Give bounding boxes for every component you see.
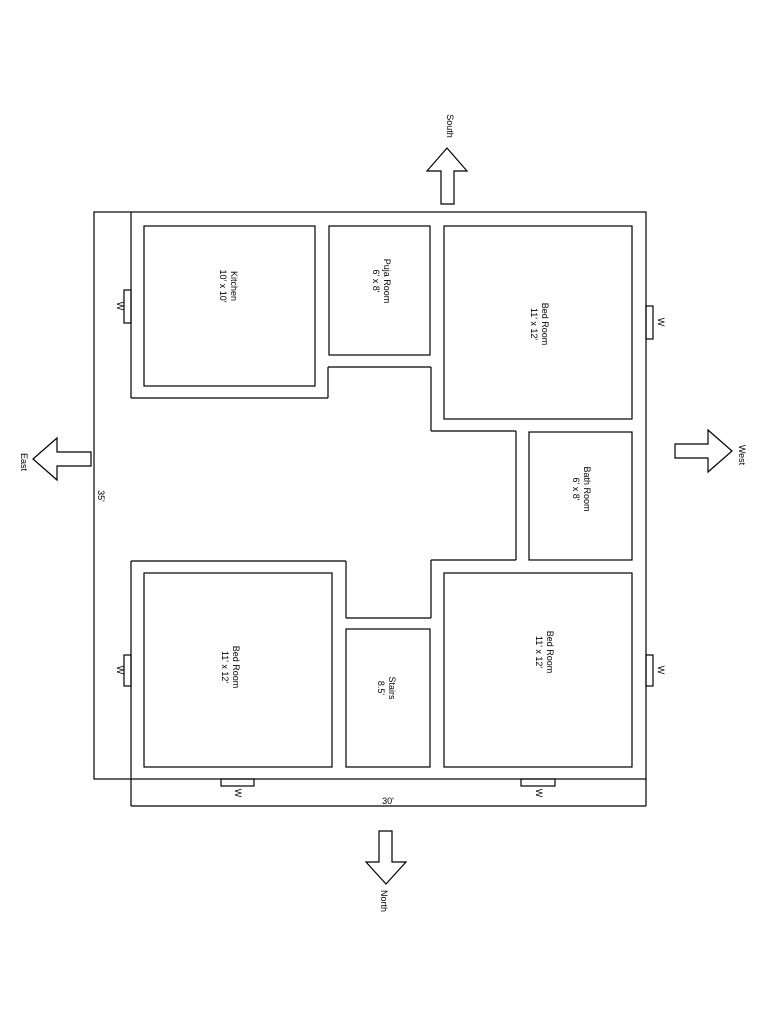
window-label-bedroom-nw: W bbox=[115, 666, 125, 675]
svg-text:6' x 8': 6' x 8' bbox=[571, 478, 581, 501]
stairs-room bbox=[345, 628, 431, 768]
svg-text:Bed Room: Bed Room bbox=[540, 303, 550, 346]
svg-text:Bath Room: Bath Room bbox=[582, 466, 592, 511]
bedroom-southwest-label: Bed Room 11' x 12' bbox=[529, 303, 550, 346]
bedroom-northwest-label: Bed Room 11' x 12' bbox=[220, 646, 241, 689]
window-bottom-left bbox=[220, 778, 255, 787]
north-arrow-icon bbox=[364, 830, 408, 885]
window-label-bottom-right: W bbox=[534, 789, 544, 798]
svg-text:8.5': 8.5' bbox=[376, 681, 386, 696]
puja-room bbox=[328, 225, 431, 356]
svg-text:10' x 10': 10' x 10' bbox=[218, 270, 228, 303]
svg-text:Bed Room: Bed Room bbox=[545, 631, 555, 674]
bath-room-label: Bath Room 6' x 8' bbox=[571, 466, 592, 511]
window-label-bedroom-sw: W bbox=[656, 318, 666, 327]
svg-text:11' x 12': 11' x 12' bbox=[534, 636, 544, 669]
window-label-kitchen: W bbox=[115, 302, 125, 311]
svg-text:11' x 12': 11' x 12' bbox=[529, 308, 539, 341]
svg-text:11' x 12': 11' x 12' bbox=[220, 651, 230, 684]
south-arrow-icon bbox=[425, 147, 469, 205]
bedroom-northeast bbox=[443, 572, 633, 768]
width-dimension-label: 30' bbox=[382, 796, 394, 806]
west-arrow-icon bbox=[674, 428, 733, 474]
east-arrow-icon bbox=[32, 436, 92, 482]
svg-text:Puja Room: Puja Room bbox=[382, 259, 392, 304]
window-bedroom-sw bbox=[645, 305, 654, 340]
north-label: North bbox=[379, 890, 389, 912]
stairs-label: Stairs 8.5' bbox=[376, 676, 397, 700]
bedroom-northwest bbox=[143, 572, 333, 768]
window-label-bottom-left: W bbox=[233, 789, 243, 798]
window-bottom-right bbox=[520, 778, 556, 787]
window-bedroom-ne bbox=[645, 654, 654, 687]
window-label-bedroom-ne: W bbox=[656, 666, 666, 675]
south-label: South bbox=[445, 114, 455, 138]
puja-room-label: Puja Room 6' x 8' bbox=[371, 259, 392, 304]
window-bedroom-nw bbox=[123, 654, 132, 687]
svg-text:Kitchen: Kitchen bbox=[229, 271, 239, 301]
window-kitchen bbox=[123, 289, 132, 324]
kitchen-room bbox=[143, 225, 316, 387]
depth-dimension-label: 35' bbox=[96, 490, 106, 502]
svg-text:Stairs: Stairs bbox=[387, 676, 397, 700]
east-label: East bbox=[19, 453, 29, 472]
bedroom-northeast-label: Bed Room 11' x 12' bbox=[534, 631, 555, 674]
bath-room bbox=[528, 431, 633, 561]
plot-outline bbox=[93, 211, 647, 780]
bedroom-southwest bbox=[443, 225, 633, 420]
kitchen-label: Kitchen 10' x 10' bbox=[218, 270, 239, 303]
svg-text:6' x 8': 6' x 8' bbox=[371, 270, 381, 293]
svg-text:Bed Room: Bed Room bbox=[231, 646, 241, 689]
west-label: West bbox=[737, 445, 747, 466]
